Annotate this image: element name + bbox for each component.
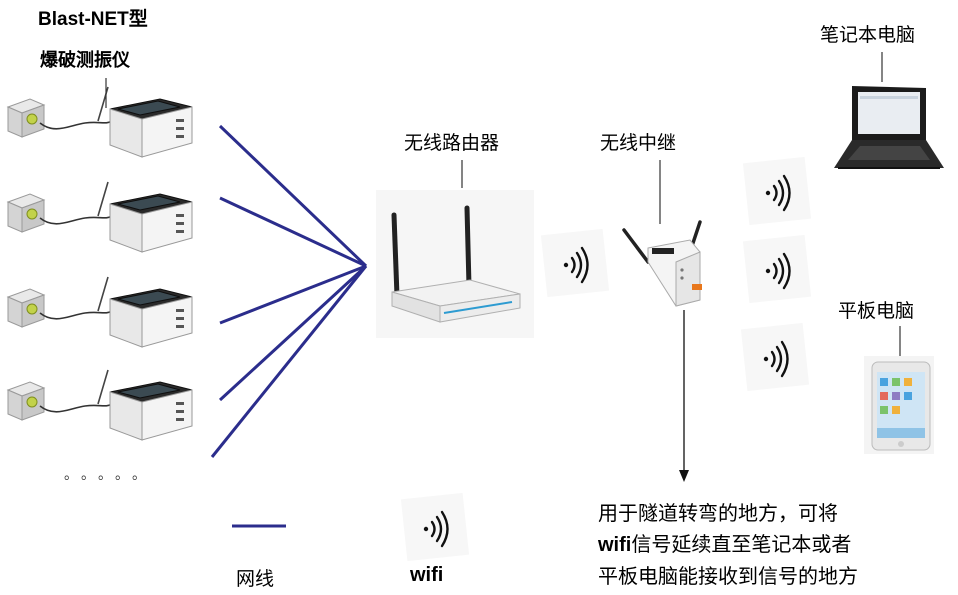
repeater-note: 用于隧道转弯的地方，可将 wifi信号延续直至笔记本或者 平板电脑能接收到信号的…	[598, 498, 858, 592]
note-line-1: 用于隧道转弯的地方，可将	[598, 501, 838, 525]
more-devices-ellipsis: 。。。。。	[64, 467, 156, 483]
vibration-meter-icon	[7, 369, 193, 441]
note-line-2-bold: wifi	[598, 534, 632, 556]
router-label: 无线路由器	[404, 132, 500, 154]
vibration-meter-icon	[7, 86, 193, 158]
wifi-signal-icon	[741, 233, 813, 305]
device-name-label: 爆破测振仪	[40, 50, 130, 71]
laptop-icon	[834, 86, 944, 169]
legend-cable-label: 网线	[236, 568, 275, 590]
tablet-icon	[864, 356, 934, 454]
tablet-label: 平板电脑	[838, 300, 915, 322]
laptop-label: 笔记本电脑	[820, 24, 916, 46]
router-icon	[376, 190, 534, 338]
device-model-label: Blast-NET型	[38, 9, 148, 30]
wifi-signal-icon	[539, 227, 611, 299]
vibration-meter-icon	[7, 181, 193, 253]
wifi-signal-icon	[741, 155, 813, 227]
vibration-meter-icon	[7, 276, 193, 348]
note-line-2: wifi信号延续直至笔记本或者	[598, 529, 858, 561]
note-line-2-rest: 信号延续直至笔记本或者	[631, 532, 852, 556]
repeater-icon	[622, 220, 702, 307]
note-line-3: 平板电脑能接收到信号的地方	[598, 564, 858, 588]
wifi-signal-icon	[399, 491, 471, 563]
repeater-label: 无线中继	[600, 132, 677, 154]
repeater-arrow	[679, 310, 689, 482]
legend-wifi-label: wifi	[410, 564, 444, 586]
ethernet-cables	[210, 124, 368, 458]
wifi-signal-icon	[739, 321, 811, 393]
